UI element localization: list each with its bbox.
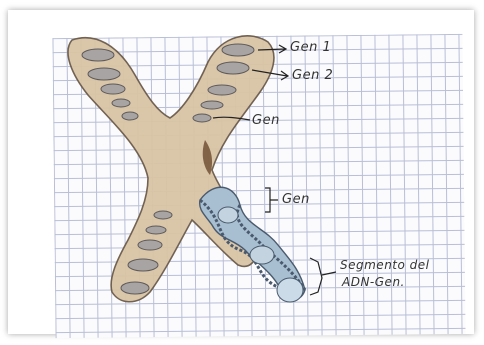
label-gene-center: Gen — [252, 113, 280, 128]
band — [146, 226, 166, 234]
band — [101, 84, 125, 94]
bracket-gene-dna — [265, 188, 278, 212]
band — [222, 44, 254, 56]
band — [193, 114, 211, 122]
band — [121, 282, 149, 294]
label-gene-1: Gen 1 — [290, 40, 331, 55]
label-gene-2: Gen 2 — [292, 68, 333, 83]
band — [208, 85, 236, 95]
band — [122, 112, 138, 120]
label-gene-dna: Gen — [282, 192, 310, 207]
label-dna-segment-line1: Segmento del — [340, 258, 430, 272]
band — [138, 240, 162, 250]
band — [128, 259, 158, 271]
band — [217, 62, 249, 74]
band — [82, 49, 114, 61]
bracket-dna-segment — [310, 258, 336, 295]
band — [201, 101, 223, 109]
band — [88, 68, 120, 80]
band — [154, 211, 172, 219]
band — [112, 99, 130, 107]
label-dna-segment-line2: ADN-Gen. — [342, 275, 405, 289]
